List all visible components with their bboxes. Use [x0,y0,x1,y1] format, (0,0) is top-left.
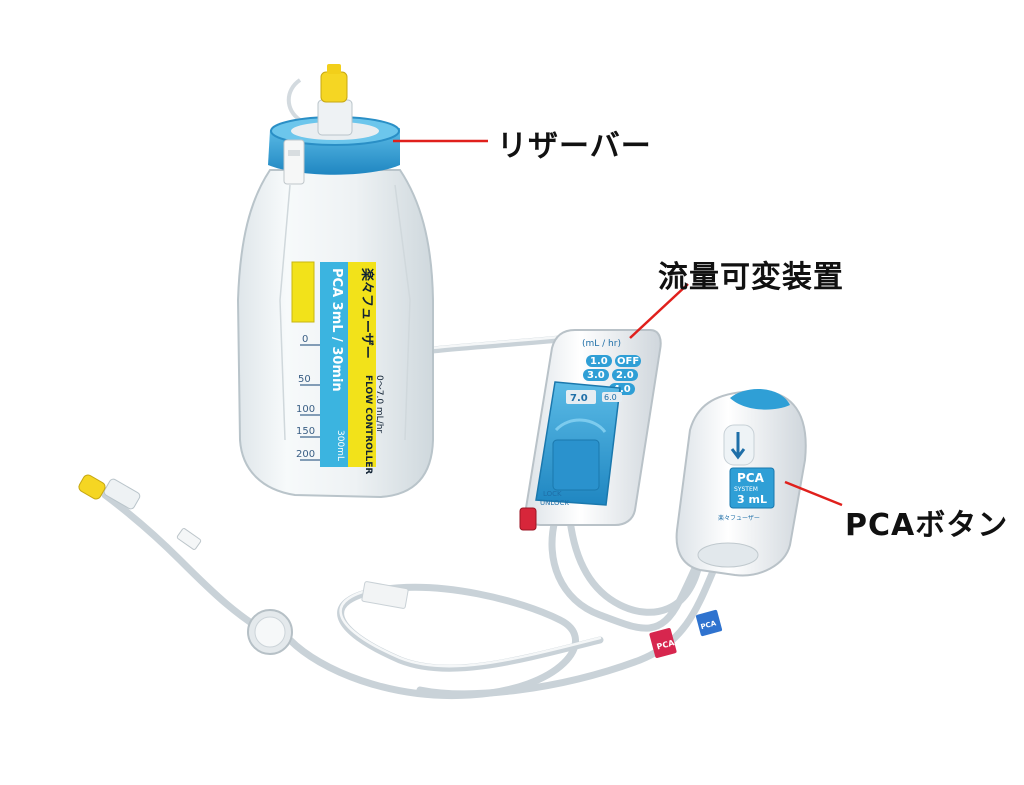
tubing [101,331,724,700]
tube-label-tab [361,581,409,609]
pca-button-device: PCA SYSTEM 3 mL 楽々フューザー [675,388,807,577]
yellow-cap [320,71,348,103]
bottle-product: PCA 3mL / 30min [329,268,344,392]
bottle-clamp [283,139,305,185]
controller-range: 0〜7.0 mL/hr [374,375,384,433]
bottle-port [317,99,353,136]
flow-unit: (mL / hr) [582,339,621,349]
filter-and-connector [78,474,293,655]
unlock-label: UNLOCK [540,499,569,507]
red-pca-tag [649,628,677,658]
flow-controller-leader [629,283,689,339]
callout-lines [393,139,843,507]
rate-2-0: 2.0 [616,370,634,381]
lock-label: LOCK [543,490,562,498]
red-clamp [519,507,537,531]
bottle-brand: 楽々フューザー [359,267,375,359]
rate-off: OFF [617,356,639,367]
scale-0: 0 [302,334,308,345]
scale-150: 150 [296,426,315,437]
pca-button-leader [784,480,843,507]
flow-controller-device: (mL / hr) 1.0 OFF 3.0 2.0 4.0 7.0 6.0 LO… [519,329,662,531]
cap-strap [286,78,302,122]
callout-pca-button: PCAボタン [845,508,1009,543]
pca-label: PCA [737,471,765,485]
pca-top-dome [730,388,790,410]
rate-6-0: 6.0 [604,393,617,402]
scale-200: 200 [296,449,315,460]
pca-system: SYSTEM [734,486,758,493]
callout-reservoir: リザーバー [497,129,652,164]
product-label-cyan [320,262,348,467]
callout-flow-controller: 流量可変装置 [658,260,844,295]
volume-scale [300,344,322,461]
controller-en: FLOW CONTROLLER [363,375,373,474]
product-label-yellow [348,262,376,467]
pca-volume: 3 mL [737,493,767,506]
rate-4-0: 4.0 [613,384,631,395]
rate-7-0: 7.0 [570,393,588,404]
tube-tab [176,528,202,550]
blue-pca-tag [695,609,723,637]
rate-1-0: 1.0 [590,356,608,367]
tube-tags: PCA PCA [361,581,723,658]
rate-3-0: 3.0 [587,370,605,381]
reservoir-bottle: 0 50 100 150 200 楽々フューザー PCA 3mL / 30min… [236,64,434,499]
pca-label-panel [729,467,775,509]
scale-100: 100 [296,404,315,415]
blue-tag-label: PCA [700,619,718,631]
pca-brand: 楽々フューザー [718,514,760,522]
luer-connector [103,478,141,510]
bottle-capacity: 300mL [335,430,345,461]
scale-50: 50 [298,374,311,385]
luer-yellow-cap [78,474,106,500]
rate-buttons: 1.0 OFF 3.0 2.0 4.0 [583,355,641,395]
warning-label [291,261,315,323]
